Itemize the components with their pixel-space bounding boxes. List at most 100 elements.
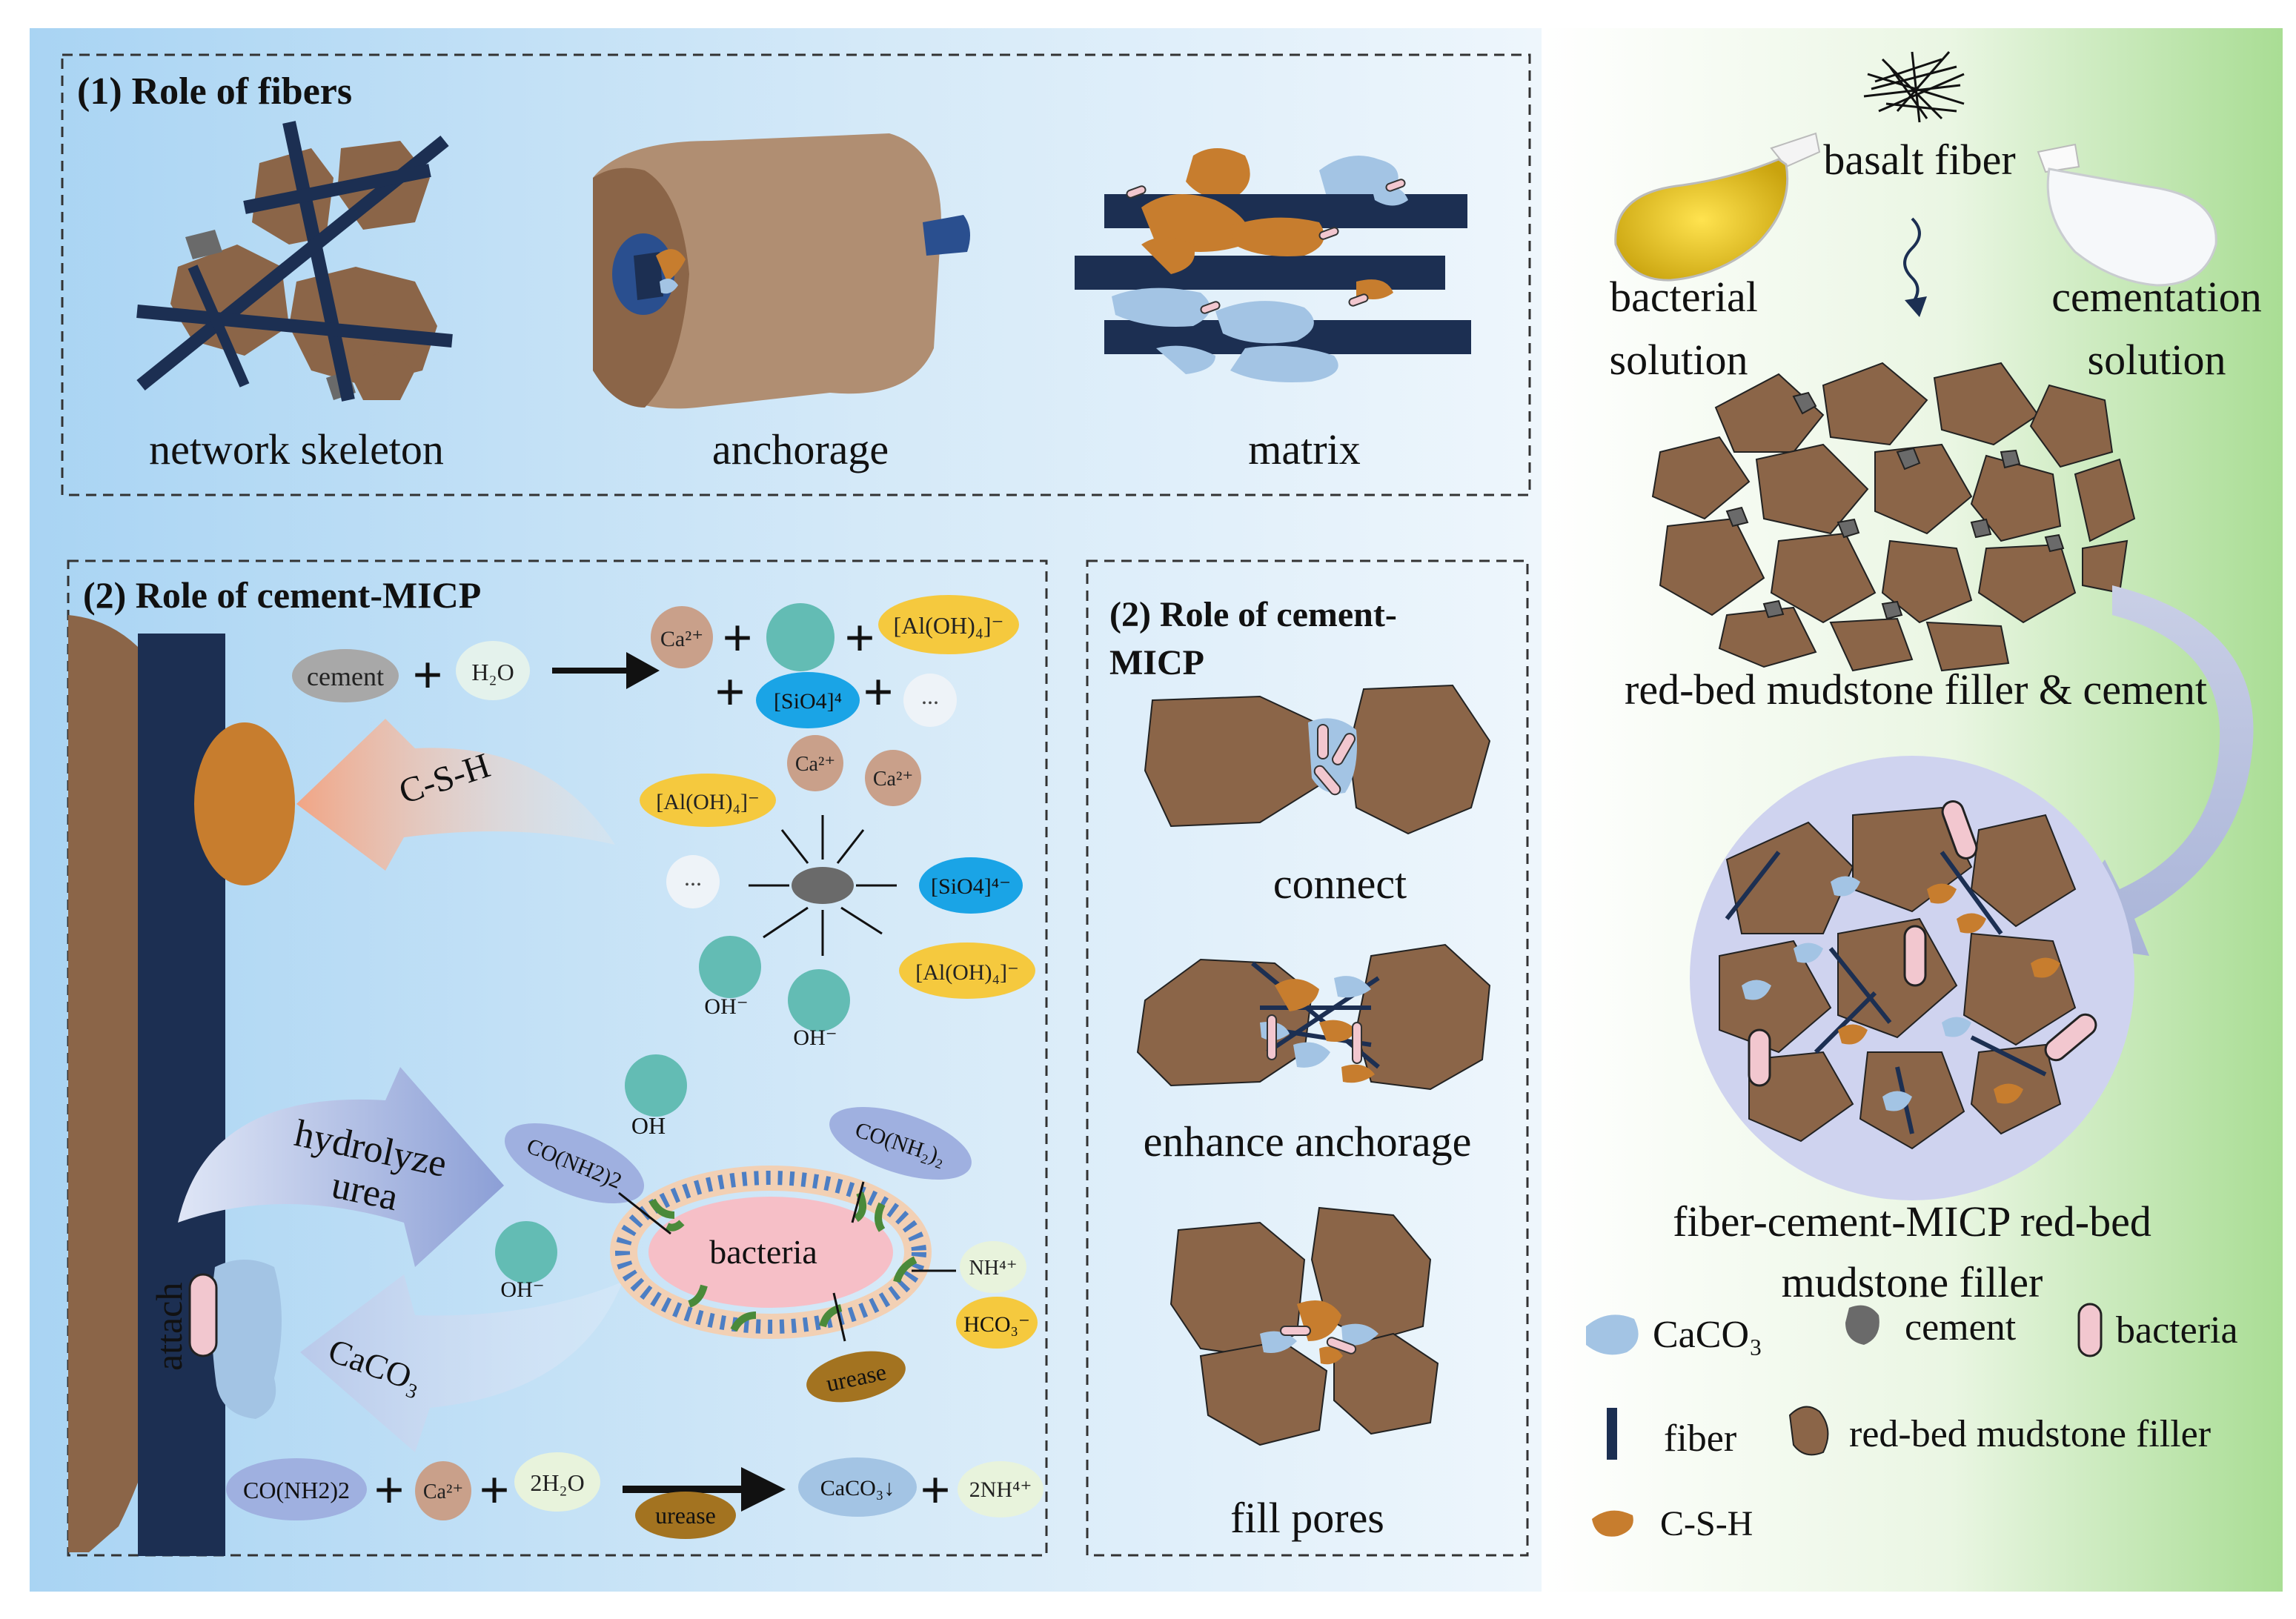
nh4-product	[960, 1241, 1026, 1293]
fill-pores-illustration	[1169, 1206, 1439, 1446]
oh-ion-4-label: OH⁻	[500, 1277, 544, 1302]
other-ions-ellipsis: ...	[921, 682, 939, 709]
hco3-product	[956, 1297, 1038, 1349]
aloh-ion-label: [Al(OH)₄]⁻	[894, 612, 1004, 639]
nh4-label: NH⁴⁺	[969, 1257, 1018, 1280]
label-cementation-2: solution	[2088, 336, 2226, 384]
panel-cement-right-title-1: (2) Role of cement-	[1109, 595, 1397, 634]
cement-reactant-label: cement	[307, 662, 384, 691]
ca-reactant-label: Ca²⁺	[423, 1480, 463, 1503]
cement-particle	[792, 867, 854, 904]
label-attach: attach	[148, 1283, 190, 1371]
ca-ion-1	[787, 735, 843, 791]
other-ions-bubble	[903, 674, 957, 727]
panel-cement-title: (2) Role of cement-MICP	[83, 574, 481, 616]
label-basalt-fiber: basalt fiber	[1823, 136, 2015, 184]
bacteria-cell	[610, 1166, 932, 1339]
result-mudstone-blocks	[1719, 806, 2077, 1150]
ca-ion-product	[651, 606, 713, 668]
plus-sign: +	[374, 1460, 404, 1520]
legend: CaCO₃ cement bacteria fiber red-bed muds…	[1586, 1303, 2238, 1543]
oh-ion-4	[495, 1221, 557, 1283]
legend-csh-swatch	[1592, 1510, 1633, 1537]
legend-caco3-swatch	[1586, 1314, 1639, 1355]
cement-particles	[1725, 391, 2065, 620]
h2o-label: H₂O	[471, 659, 514, 685]
ca-reactant	[415, 1461, 471, 1520]
label-network-skeleton: network skeleton	[149, 425, 444, 473]
water-reactant	[514, 1452, 600, 1512]
label-result-1: fiber-cement-MICP red-bed	[1673, 1197, 2151, 1246]
oh-ion-2-label: OH⁻	[793, 1025, 837, 1050]
label-bacterial-1: bacterial	[1610, 273, 1758, 321]
legend-mudstone-label: red-bed mudstone filler	[1849, 1413, 2211, 1455]
legend-cement-swatch	[1845, 1305, 1879, 1345]
aloh-ion-product	[878, 595, 1019, 654]
result-caco3-csh	[1742, 876, 2060, 1111]
panel-cement-right-frame	[1086, 559, 1529, 1557]
plus-sign: +	[844, 608, 875, 668]
legend-fiber-swatch	[1607, 1408, 1617, 1460]
oh-ion-2	[788, 969, 850, 1031]
urea-molecule-2	[829, 1106, 972, 1180]
anchorage-illustration	[593, 133, 970, 409]
label-bacterial-2: solution	[1610, 336, 1748, 384]
caco3-product-label: CaCO₃↓	[820, 1476, 895, 1500]
label-connect: connect	[1273, 860, 1407, 908]
label-cementation-1: cementation	[2051, 273, 2261, 321]
ca-ion-2-label: Ca²⁺	[873, 768, 913, 791]
oh-ion-1-label: OH⁻	[704, 994, 748, 1019]
ca-ion-1-label: Ca²⁺	[795, 753, 835, 776]
sio4-ion-1-label: [SiO4]⁴⁻	[931, 874, 1011, 899]
ca-ion-label: Ca²⁺	[660, 627, 703, 651]
csh-curved-arrow	[296, 719, 615, 871]
caco3-deposit	[211, 1260, 282, 1419]
hco3-label: HCO₃⁻	[963, 1312, 1030, 1337]
other-ions-ellipsis-2: ...	[684, 864, 702, 891]
plus-sign: +	[479, 1460, 509, 1520]
urease-enzyme-2-label: urease	[655, 1502, 716, 1529]
plus-sign: +	[412, 645, 442, 705]
attached-bacteria	[188, 1273, 218, 1357]
ca-ion-2	[865, 750, 921, 806]
squiggle-arrow	[1903, 217, 1921, 305]
sio4-ion-1	[919, 857, 1023, 914]
label-fill-pores: fill pores	[1230, 1494, 1384, 1542]
label-matrix: matrix	[1248, 425, 1360, 473]
caco3-curved-arrow	[300, 1274, 623, 1452]
legend-mudstone-swatch	[1788, 1406, 1829, 1456]
oh-ion-1	[699, 936, 761, 998]
plus-sign: +	[920, 1460, 950, 1520]
nh4-product-2	[958, 1461, 1044, 1517]
aloh-ion-2-label: [Al(OH)₄]⁻	[915, 960, 1019, 985]
dissolution-arrows	[749, 815, 897, 956]
result-bacteria	[1748, 800, 2097, 1087]
other-ions-bubble-2	[666, 855, 720, 908]
urea-reactant	[226, 1458, 367, 1520]
reaction-arrowhead-1	[626, 652, 660, 689]
mudstone-cement-mix	[1651, 362, 2136, 672]
aloh-ion-1-label: [Al(OH)₄]⁻	[656, 790, 760, 814]
cementation-solution-flask	[2037, 143, 2217, 287]
urea-molecule-1	[504, 1123, 645, 1204]
label-anchorage: anchorage	[712, 425, 889, 473]
cement-reactant	[292, 649, 399, 702]
legend-caco3-label: CaCO₃	[1653, 1314, 1762, 1356]
basalt-fiber-icon	[1863, 51, 1965, 123]
legend-fiber-label: fiber	[1664, 1417, 1736, 1460]
bacteria-label: bacteria	[709, 1233, 817, 1271]
label-filler-cement: red-bed mudstone filler & cement	[1625, 665, 2207, 714]
urease-enzyme-2	[635, 1492, 736, 1539]
matrix-illustration	[1075, 148, 1471, 382]
connect-illustration	[1144, 684, 1491, 835]
oh-ion-3	[625, 1054, 687, 1117]
plus-sign: +	[722, 608, 752, 668]
legend-cement-label: cement	[1905, 1306, 2017, 1349]
hydrolyze-arrow	[178, 1067, 504, 1267]
panel-cement-right-title-2: MICP	[1109, 643, 1204, 682]
urease-enzyme-1	[806, 1351, 906, 1403]
oh-ion-product	[766, 603, 835, 671]
urea-reactant-label: CO(NH2)2	[243, 1477, 350, 1503]
